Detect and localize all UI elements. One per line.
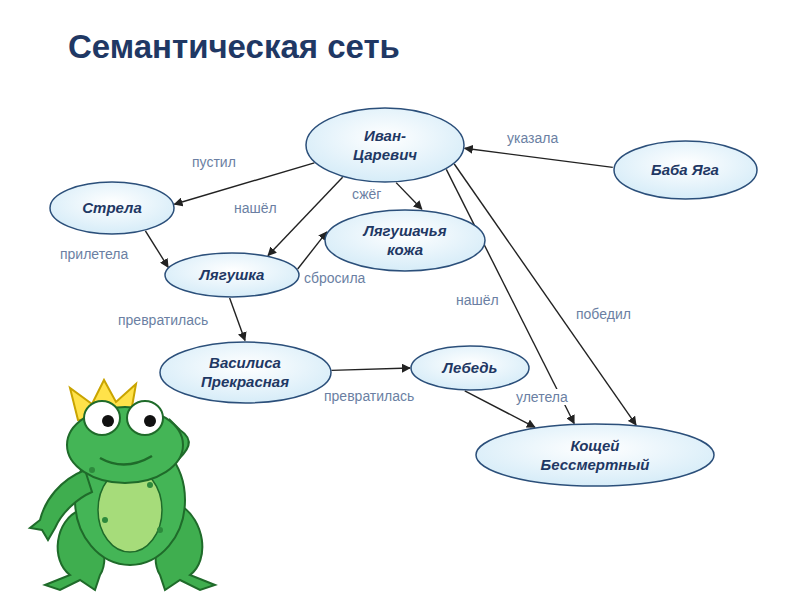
relation-arrow <box>331 368 410 370</box>
concept-label: Стрела <box>82 198 142 218</box>
relation-arrow <box>465 148 613 167</box>
relation-label: сжёг <box>350 186 383 202</box>
relation-label: улетела <box>514 389 570 405</box>
concept-ellipse: Баба Яга <box>613 140 758 200</box>
relation-label: нашёл <box>454 292 501 308</box>
concept-label: Кощей Бессмертный <box>535 436 655 475</box>
relation-arrow <box>396 183 422 210</box>
concept-ellipse: Стрела <box>49 181 175 235</box>
concept-label: Лягушачья кожа <box>350 221 460 260</box>
ellipse-outline <box>475 423 715 487</box>
concept-label: Василиса Прекрасная <box>185 353 305 392</box>
ellipse-outline <box>324 209 486 272</box>
relation-label: указала <box>505 130 560 146</box>
concept-ellipse: Иван-Царевич <box>305 107 465 183</box>
concept-label: Лебедь <box>443 358 498 378</box>
concept-ellipse: Лебедь <box>410 345 530 391</box>
concept-label: Баба Яга <box>651 160 719 180</box>
ellipse-outline <box>159 341 332 404</box>
concept-label: Лягушка <box>200 265 265 285</box>
concept-ellipse: Василиса Прекрасная <box>159 341 332 404</box>
concept-label: Иван-Царевич <box>340 126 430 165</box>
relation-label: нашёл <box>232 200 279 216</box>
relation-arrow <box>230 298 245 341</box>
relation-arrow <box>145 231 168 267</box>
relation-label: победил <box>574 306 633 322</box>
concept-ellipse: Лягушачья кожа <box>324 209 486 272</box>
relation-label: пустил <box>190 154 238 170</box>
concept-ellipse: Лягушка <box>164 252 300 298</box>
relation-label: превратилась <box>116 312 210 328</box>
relation-label: превратилась <box>322 388 416 404</box>
ellipse-outline <box>305 107 465 183</box>
relation-arrow <box>298 232 327 269</box>
diagram-title: Семантическая сеть <box>68 28 400 66</box>
relation-label: прилетела <box>58 246 130 262</box>
concept-ellipse: Кощей Бессмертный <box>475 423 715 487</box>
relation-label: сбросила <box>302 270 367 286</box>
